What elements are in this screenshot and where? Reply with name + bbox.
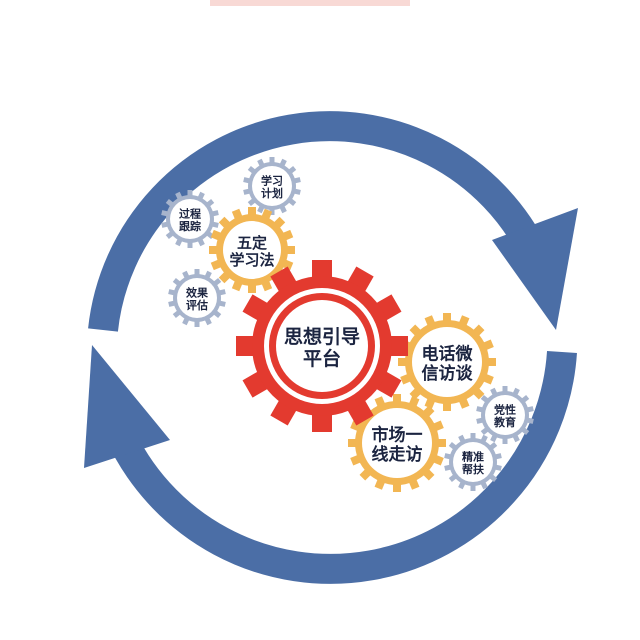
gear-tooth bbox=[393, 394, 401, 405]
gear-center bbox=[485, 395, 525, 435]
gear-label-line1: 思想引导 bbox=[284, 325, 360, 348]
gear-tooth bbox=[470, 482, 476, 491]
gear-center bbox=[177, 278, 217, 318]
gear-tooth bbox=[388, 336, 408, 356]
gear-center bbox=[223, 221, 281, 279]
gear-label-line2: 评估 bbox=[186, 298, 208, 312]
gear-label-line2: 线走访 bbox=[372, 444, 423, 465]
top-cycle-label: “三会一课”机制 bbox=[257, 71, 403, 103]
gear-label-line1: 党性 bbox=[494, 402, 516, 416]
gear-label-line1: 精准 bbox=[462, 449, 484, 463]
gear-tooth bbox=[393, 481, 401, 492]
bottom-cycle-arrow bbox=[104, 351, 577, 584]
gear-label-line1: 市场一 bbox=[372, 424, 423, 445]
gear-label-line2: 学习法 bbox=[229, 251, 274, 269]
gear-label-line1: 学习 bbox=[261, 173, 283, 187]
gear-center bbox=[453, 442, 493, 482]
top-arrowhead bbox=[492, 208, 578, 330]
gear-label-line1: 过程 bbox=[179, 206, 201, 220]
gear-label-line2: 教育 bbox=[493, 415, 516, 429]
gear-center bbox=[362, 408, 432, 478]
gear-tooth bbox=[187, 190, 193, 199]
top-cycle-arrow bbox=[88, 111, 549, 332]
gear-center bbox=[252, 166, 292, 206]
gear-tooth bbox=[312, 412, 332, 432]
gear-center bbox=[412, 327, 482, 397]
gear-tooth bbox=[269, 157, 275, 166]
gear-label-line2: 信访谈 bbox=[422, 363, 474, 384]
gear-tooth bbox=[443, 313, 451, 324]
gear-tooth bbox=[187, 239, 193, 248]
gear-label-line2: 平台 bbox=[303, 347, 341, 370]
gear-tooth bbox=[502, 435, 508, 444]
gear-tooth bbox=[502, 386, 508, 395]
gear-tooth bbox=[269, 206, 275, 215]
gear-tooth bbox=[248, 282, 256, 293]
gear-label-line2: 帮扶 bbox=[462, 462, 485, 476]
gear-inner-center bbox=[276, 300, 368, 392]
gear-label-line2: 跟踪 bbox=[179, 219, 201, 233]
gear-tooth bbox=[236, 336, 256, 356]
gear-tooth bbox=[194, 318, 200, 327]
gear-tooth bbox=[470, 433, 476, 442]
gear-tooth bbox=[312, 260, 332, 280]
gear-center bbox=[170, 199, 210, 239]
gear-label-line1: 效果 bbox=[186, 285, 208, 299]
bottom-arrowhead bbox=[84, 345, 170, 468]
gear-tooth bbox=[248, 207, 256, 218]
gear-label-line2: 计划 bbox=[261, 186, 283, 200]
gear-label-line1: 电话微 bbox=[422, 343, 474, 364]
gear-label-line1: 五定 bbox=[237, 234, 267, 252]
bottom-cycle-label: “书记倾听日”机制 bbox=[254, 588, 416, 623]
gear-tooth bbox=[443, 400, 451, 411]
cropped-title-strip bbox=[210, 0, 410, 6]
gear-tooth bbox=[194, 269, 200, 278]
